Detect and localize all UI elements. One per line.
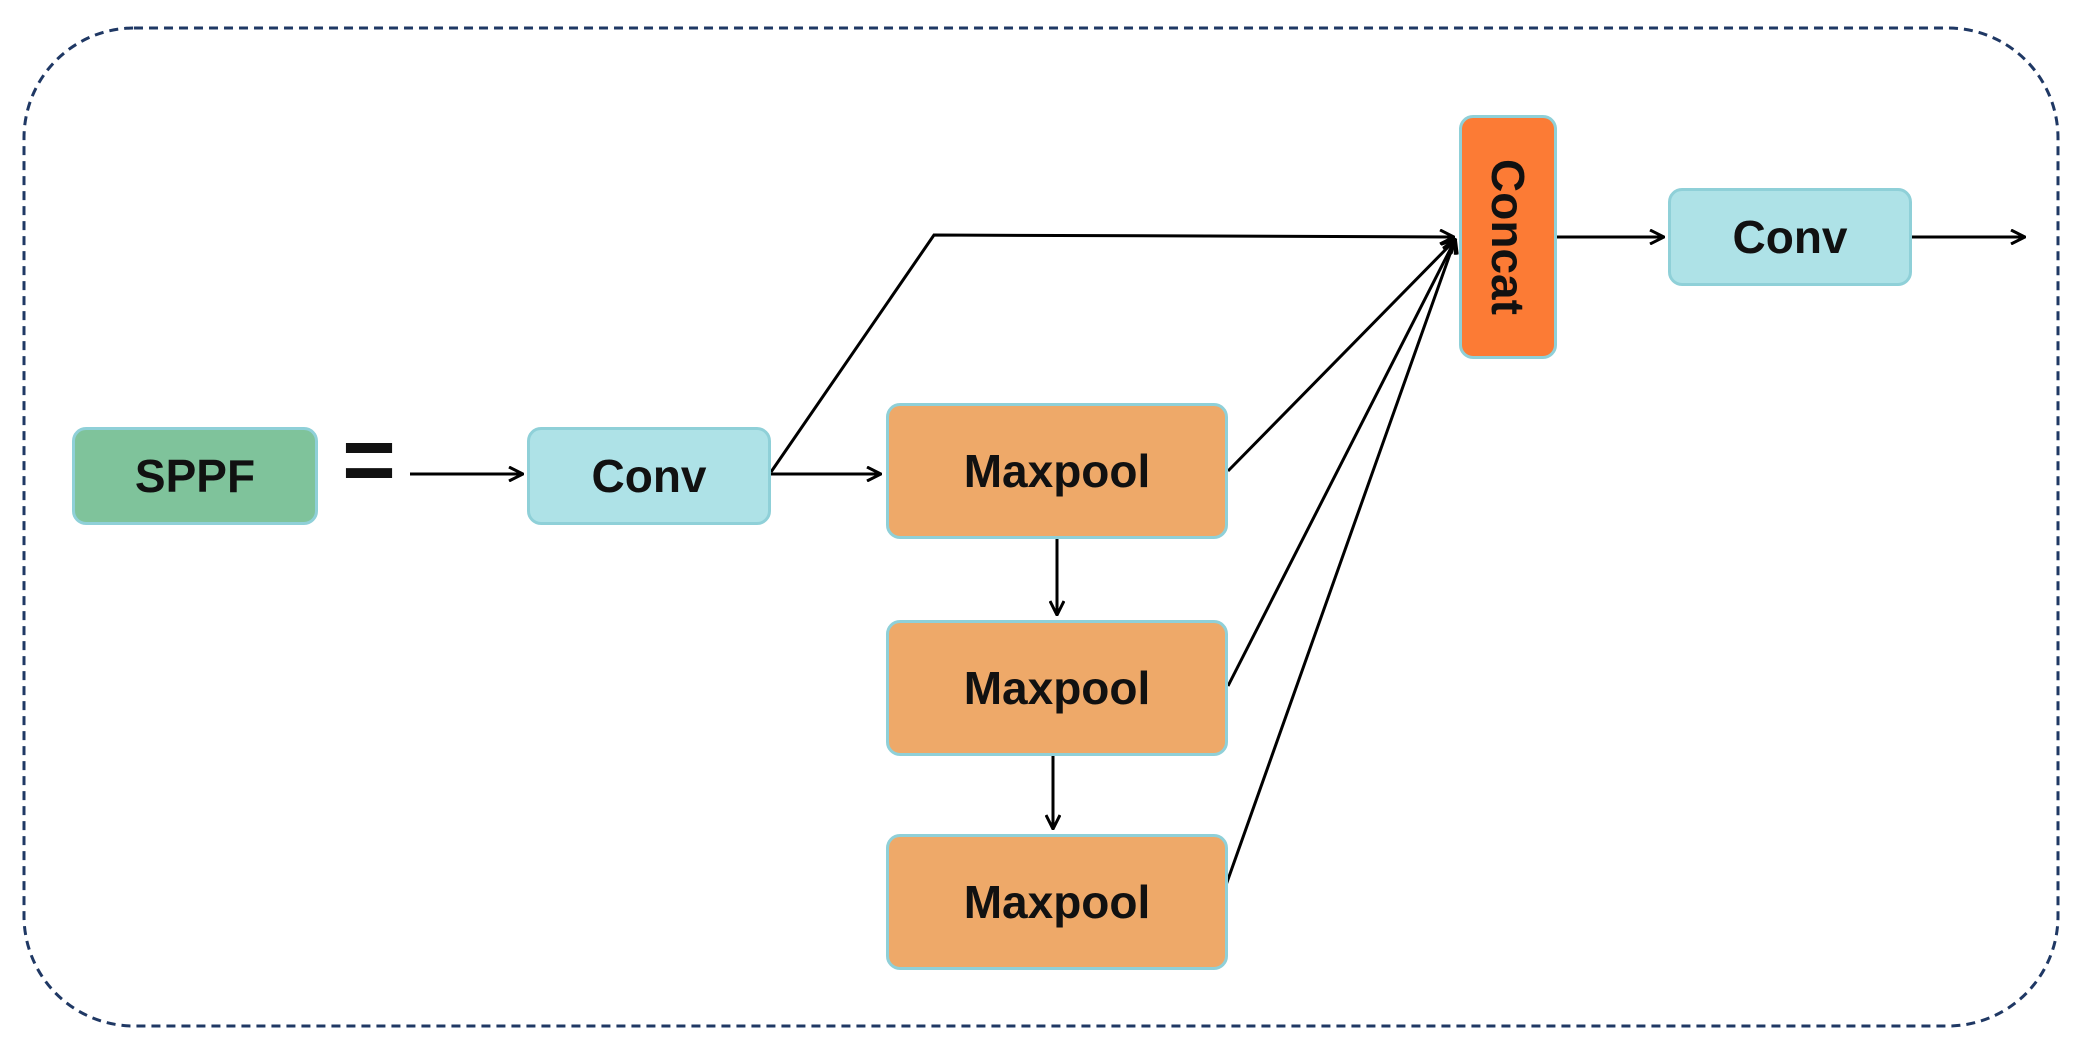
edge-maxpool2-to-concat	[1226, 240, 1455, 687]
concat-label: Concat	[1482, 159, 1534, 315]
conv-output-label: Conv	[1732, 211, 1848, 263]
edge-maxpool1-to-concat	[1226, 240, 1455, 473]
maxpool-1-label: Maxpool	[963, 445, 1151, 497]
edge-maxpool3-to-concat	[1218, 240, 1455, 903]
maxpool-2-label: Maxpool	[963, 662, 1151, 714]
maxpool-3-label: Maxpool	[963, 876, 1151, 928]
maxpool-node-1: Maxpool	[886, 403, 1228, 539]
maxpool-node-2: Maxpool	[886, 620, 1228, 756]
dashed-frame	[22, 26, 2060, 1028]
edge-conv-to-concat	[769, 235, 1453, 473]
conv-output-node: Conv	[1668, 188, 1912, 286]
maxpool-node-3: Maxpool	[886, 834, 1228, 970]
sppf-node: SPPF	[72, 427, 318, 525]
sppf-label: SPPF	[134, 450, 256, 502]
concat-node: Concat	[1459, 115, 1557, 359]
conv-input-label: Conv	[591, 450, 707, 502]
equals-sign: =	[342, 409, 396, 511]
conv-input-node: Conv	[527, 427, 771, 525]
